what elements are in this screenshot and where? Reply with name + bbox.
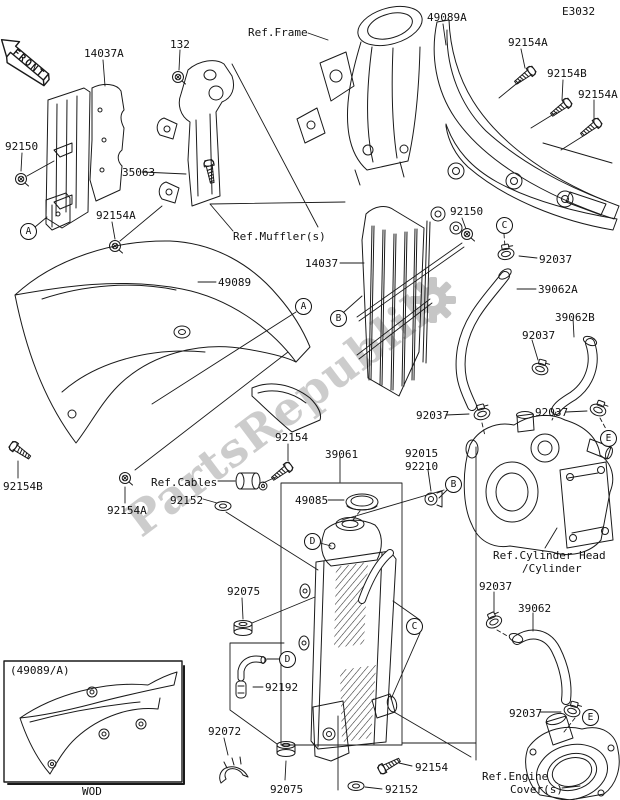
callout-marker: E xyxy=(600,430,617,447)
part-label: 92154A xyxy=(508,36,548,49)
water-pump-part xyxy=(463,411,614,555)
part-label: 92154 xyxy=(275,431,309,444)
part-label: Ref.Engine xyxy=(482,770,549,783)
hose-39062A-part xyxy=(455,268,512,411)
part-label: 92075 xyxy=(227,585,261,598)
part-label: 92192 xyxy=(265,681,299,694)
part-label: E3032 xyxy=(562,5,596,18)
part-label: /Cylinder xyxy=(522,562,582,575)
part-label: 92037 xyxy=(522,329,556,342)
part-label: 92072 xyxy=(208,725,242,738)
part-label: 49085 xyxy=(295,494,329,507)
part-label: 39062A xyxy=(538,283,578,296)
part-label: 39062 xyxy=(518,602,552,615)
stay-bracket-part xyxy=(156,60,235,207)
part-label: 92150 xyxy=(5,140,39,153)
callout-marker: E xyxy=(582,709,599,726)
part-label: 92154A xyxy=(96,209,136,222)
cable-clamp-part xyxy=(235,472,268,491)
shroud-left-part xyxy=(14,240,321,444)
part-label: Ref.Cylinder Head xyxy=(493,549,606,562)
callout-marker: C xyxy=(406,618,423,635)
part-label: 92037 xyxy=(539,253,573,266)
shroud-right-part xyxy=(430,19,620,235)
callout-marker: D xyxy=(304,533,321,550)
callout-marker: C xyxy=(496,217,513,234)
hardware-parts xyxy=(7,64,610,791)
part-label: 39062B xyxy=(555,311,595,324)
part-label: 132 xyxy=(170,38,190,51)
part-label: Ref.Cables xyxy=(151,476,218,489)
part-label: 92154B xyxy=(3,480,43,493)
callout-marker: B xyxy=(330,310,347,327)
part-label: 92037 xyxy=(416,409,450,422)
leader-lines xyxy=(17,23,607,791)
frame-part xyxy=(296,5,423,186)
part-label: 92015 xyxy=(405,447,439,460)
part-label: Ref.Muffler(s) xyxy=(233,230,326,243)
callout-marker: A xyxy=(20,223,37,240)
hose-39062-part xyxy=(508,629,572,705)
part-label: 35063 xyxy=(122,166,156,179)
callout-marker: B xyxy=(445,476,462,493)
part-label: 92037 xyxy=(535,406,569,419)
engine-cover-part xyxy=(525,712,620,800)
part-label: 14037 xyxy=(305,257,339,270)
damper-92015-part xyxy=(424,490,443,508)
part-label: 92037 xyxy=(509,707,543,720)
detail-box xyxy=(280,446,477,761)
part-label: 92154A xyxy=(578,88,618,101)
part-label: 92154A xyxy=(107,504,147,517)
inset-box xyxy=(3,660,185,785)
part-label: Ref.Frame xyxy=(248,26,308,39)
part-label: 92037 xyxy=(479,580,513,593)
radiator-part xyxy=(298,549,398,762)
hose-clamp-92072-part xyxy=(219,756,249,784)
part-label: 49089A xyxy=(427,11,467,24)
part-label: 14037A xyxy=(84,47,124,60)
part-label: 92075 xyxy=(270,783,304,796)
part-label: 49089 xyxy=(218,276,252,289)
part-label: 92210 xyxy=(405,460,439,473)
part-label: 92150 xyxy=(450,205,484,218)
part-label: 39061 xyxy=(325,448,359,461)
callout-marker: A xyxy=(295,298,312,315)
radiator-cap-part xyxy=(345,493,379,511)
part-label: 92154 xyxy=(415,761,449,774)
part-label: 92152 xyxy=(170,494,204,507)
part-label: Cover(s) xyxy=(510,783,563,796)
part-label: 92152 xyxy=(385,783,419,796)
part-label: 92154B xyxy=(547,67,587,80)
radiator-screen-part xyxy=(356,206,465,397)
part-label: (49089/A) xyxy=(10,664,70,677)
hose-39062B-part xyxy=(551,335,598,415)
callout-marker: D xyxy=(279,651,296,668)
radiator-top-tank-part xyxy=(321,517,382,567)
part-label: WOD xyxy=(82,785,102,798)
elbow-tube-92192-part xyxy=(235,655,267,699)
